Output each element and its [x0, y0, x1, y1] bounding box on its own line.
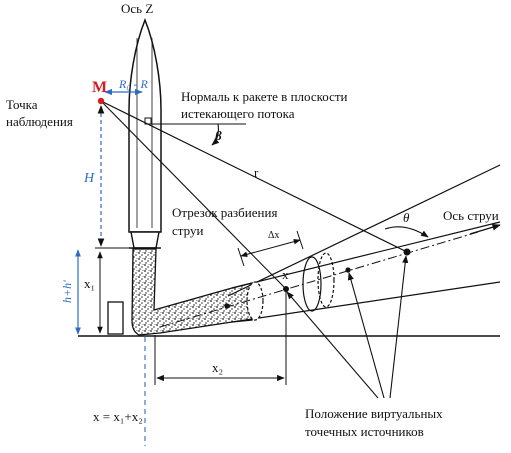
- segment-label-1: Отрезок разбиения: [172, 205, 277, 220]
- rocket-body: [128, 17, 162, 233]
- leader-2: [347, 272, 385, 399]
- point-m-label: M: [92, 79, 107, 96]
- cone-bottom-line: [231, 281, 501, 323]
- rocket-nozzle: [130, 231, 160, 249]
- x-label: x: [282, 267, 289, 282]
- r-line-2: [100, 100, 287, 290]
- h-label: H: [83, 171, 95, 186]
- delta-x-arrow: [240, 238, 301, 258]
- x1-label: x₁: [84, 276, 95, 291]
- leader-3: [389, 255, 409, 399]
- launch-pad: [107, 301, 124, 335]
- axis-z-label: Ось Z: [121, 1, 153, 16]
- virtual-sources-label-1: Положение виртуальных: [305, 406, 443, 421]
- right-angle-mark: [144, 117, 152, 125]
- beta-label: β: [214, 128, 222, 143]
- theta-arc: [384, 226, 429, 238]
- jet-axis-arrow: [469, 223, 501, 235]
- virtual-source-3: [345, 267, 351, 273]
- jet-axis-label: Ось струи: [443, 208, 499, 223]
- virtual-source-1: [224, 303, 230, 309]
- normal-label-2: истекающего потока: [181, 106, 295, 121]
- segment-ellipse-2: [302, 256, 322, 312]
- segment-ellipse-1: [246, 281, 264, 321]
- observation-point: [97, 97, 105, 105]
- jet-axis-line: [159, 231, 479, 328]
- segment-ellipse-3: [317, 252, 335, 308]
- hh-label: h+h': [60, 280, 74, 303]
- delta-x-bracket-left: [237, 247, 245, 267]
- r-label: r: [254, 165, 259, 180]
- delta-x-label: Δx: [268, 230, 279, 241]
- beta-arc: [211, 123, 220, 146]
- observation-label-2: наблюдения: [6, 114, 73, 129]
- r-line: [100, 100, 408, 253]
- theta-label: θ: [403, 210, 410, 225]
- observation-label-1: Точка: [6, 97, 38, 112]
- x2-label: x₂: [212, 360, 223, 375]
- segment-label-2: струи: [172, 223, 203, 238]
- normal-label-1: Нормаль к ракете в плоскости: [181, 89, 348, 104]
- r0r-label: R₀ - R: [118, 77, 148, 91]
- virtual-sources-label-2: точечных источников: [305, 424, 424, 439]
- formula-label: x = x₁+x₂: [93, 409, 143, 424]
- leader-1: [286, 291, 379, 399]
- cone-top-line: [231, 221, 501, 289]
